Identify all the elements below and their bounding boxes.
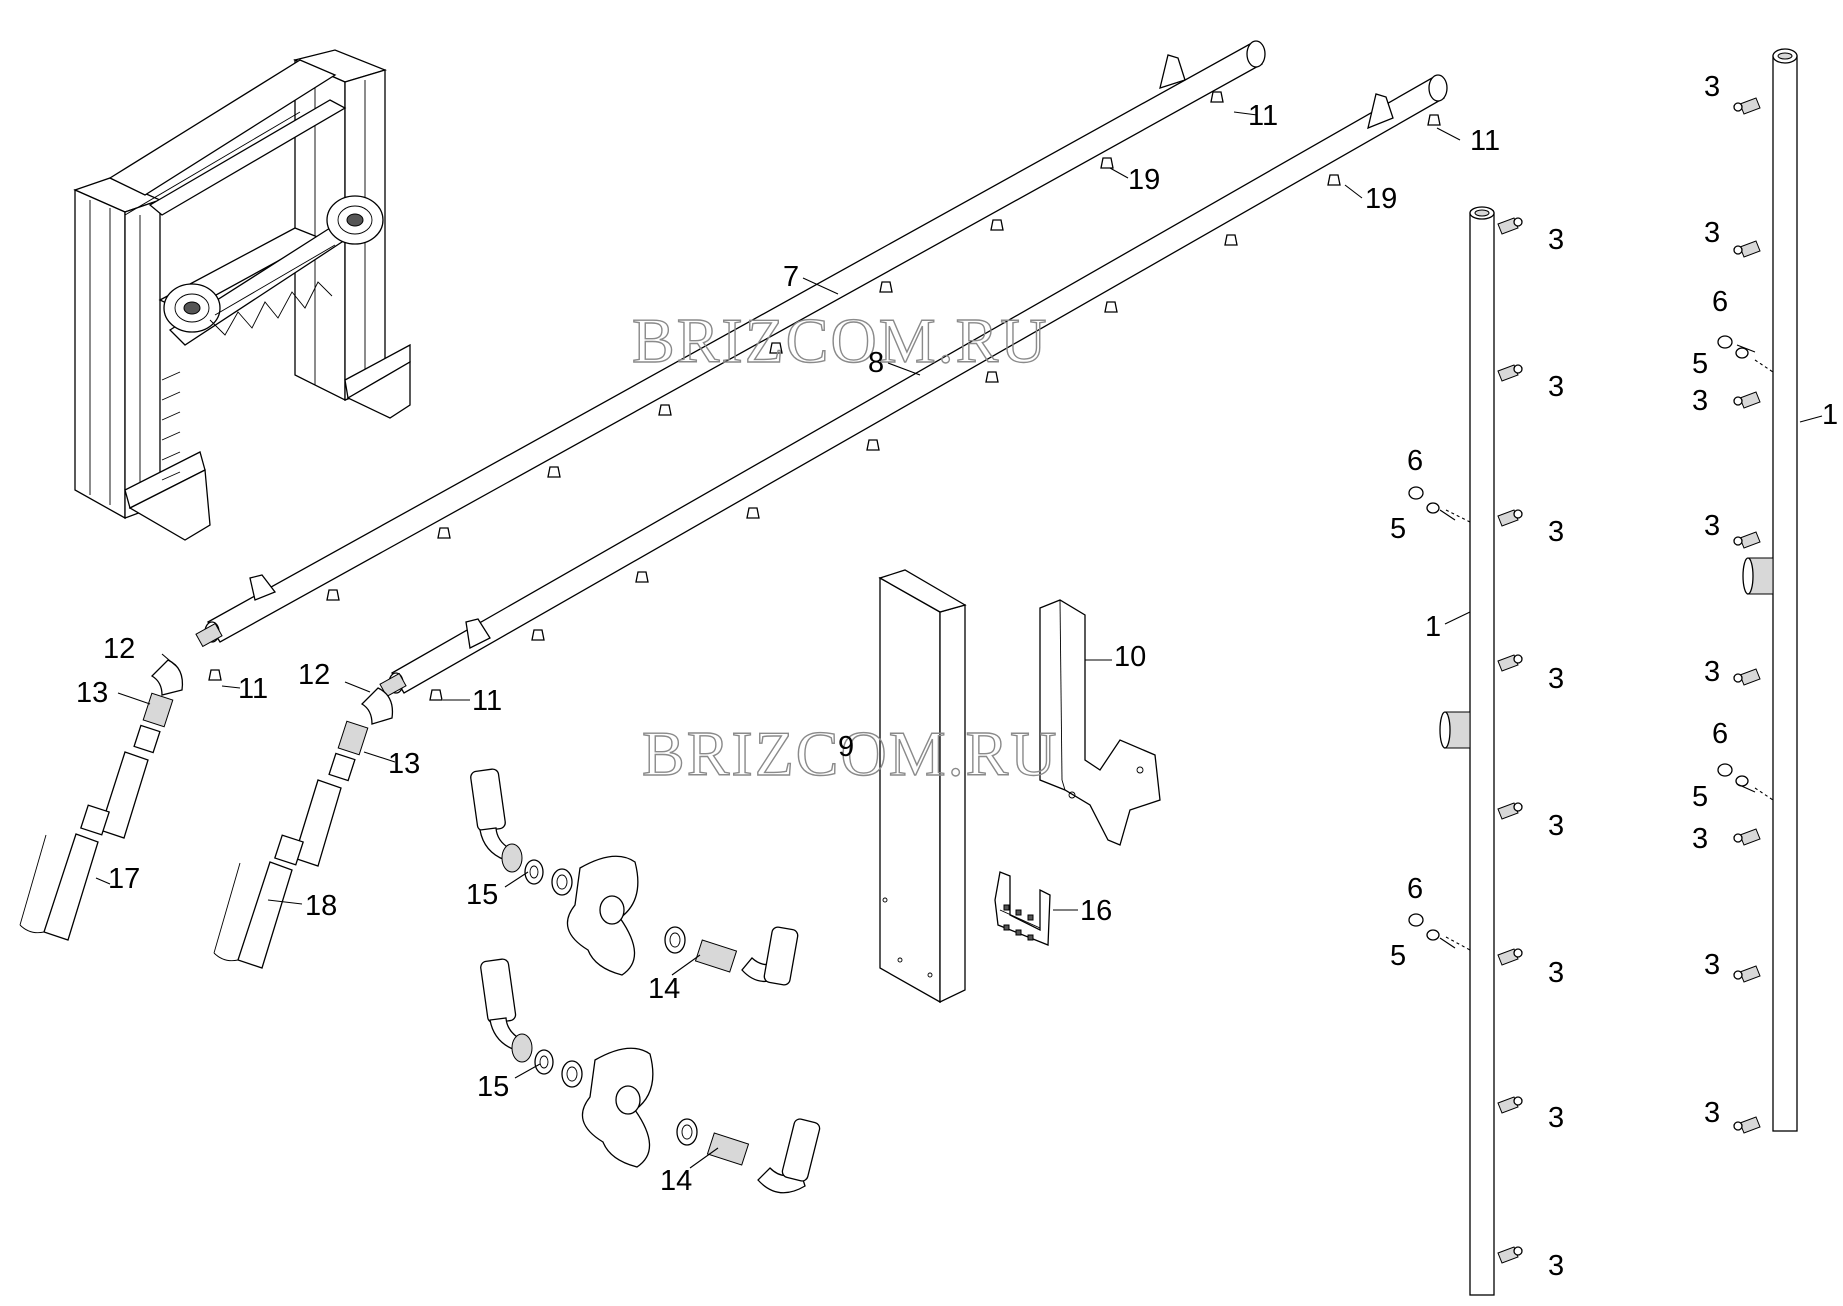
callout-11: 11 — [238, 673, 268, 705]
callout-3: 3 — [1692, 385, 1708, 417]
callout-17: 17 — [108, 863, 140, 895]
spray-bar-8 — [379, 74, 1448, 701]
callout-11: 11 — [1248, 100, 1278, 132]
callout-11: 11 — [1470, 125, 1500, 157]
callout-3: 3 — [1704, 71, 1720, 103]
callout-13: 13 — [388, 748, 420, 780]
nozzles-right-tube — [1733, 97, 1761, 1134]
watermark-upper: BRIZCOM.RU — [632, 305, 1049, 376]
callout-1-right: 1 — [1822, 399, 1838, 431]
bracket-10 — [1039, 599, 1161, 846]
callout-19: 19 — [1128, 164, 1160, 196]
callout-3: 3 — [1704, 949, 1720, 981]
callout-6: 6 — [1712, 286, 1728, 318]
machine-frame-overview — [73, 49, 411, 541]
callout-3: 3 — [1548, 371, 1564, 403]
callout-1-middle: 1 — [1425, 611, 1441, 643]
callout-6: 6 — [1407, 445, 1423, 477]
watermark-lower: BRIZCOM.RU — [642, 718, 1059, 789]
callout-3: 3 — [1704, 1097, 1720, 1129]
callout-3: 3 — [1548, 810, 1564, 842]
callout-3: 3 — [1704, 217, 1720, 249]
callout-5: 5 — [1692, 781, 1708, 813]
vertical-tube-1-right — [1717, 48, 1798, 1134]
nozzles-middle-tube — [1497, 217, 1523, 1264]
callout-16: 16 — [1080, 895, 1112, 927]
callout-3: 3 — [1548, 663, 1564, 695]
callout-13: 13 — [76, 677, 108, 709]
callout-14: 14 — [648, 973, 680, 1005]
wall-fitting-lower — [480, 958, 821, 1194]
callout-3: 3 — [1704, 656, 1720, 688]
callout-5: 5 — [1390, 940, 1406, 972]
wall-fitting-upper — [470, 768, 799, 986]
callout-3: 3 — [1548, 516, 1564, 548]
callout-14: 14 — [660, 1165, 692, 1197]
callout-7: 7 — [783, 261, 799, 293]
callout-11: 11 — [472, 685, 502, 717]
callout-15: 15 — [477, 1071, 509, 1103]
callout-6: 6 — [1407, 873, 1423, 905]
hose-assembly-17 — [19, 659, 184, 941]
callout-5: 5 — [1390, 513, 1406, 545]
callout-15: 15 — [466, 879, 498, 911]
callout-labels: 1 1 3 3 3 3 3 3 3 3 3 3 3 3 3 3 3 3 5 5 … — [76, 71, 1838, 1282]
callout-3: 3 — [1548, 1250, 1564, 1282]
callout-19: 19 — [1365, 183, 1397, 215]
callout-18: 18 — [305, 890, 337, 922]
callout-5: 5 — [1692, 348, 1708, 380]
callout-3: 3 — [1692, 823, 1708, 855]
callout-3: 3 — [1548, 1102, 1564, 1134]
callout-8: 8 — [868, 347, 884, 379]
callout-3: 3 — [1548, 957, 1564, 989]
channel-cover-9 — [878, 569, 967, 1004]
callout-12: 12 — [298, 659, 330, 691]
spray-bar-7 — [195, 40, 1266, 681]
hose-assembly-18 — [213, 687, 394, 969]
callout-12: 12 — [103, 633, 135, 665]
vertical-tube-1-middle — [1408, 206, 1523, 1296]
callout-9: 9 — [838, 731, 854, 763]
leader-lines — [95, 111, 1823, 1169]
callout-3: 3 — [1704, 510, 1720, 542]
callout-3: 3 — [1548, 224, 1564, 256]
bracket-16 — [994, 871, 1051, 946]
callout-6: 6 — [1712, 718, 1728, 750]
callout-10: 10 — [1114, 641, 1146, 673]
